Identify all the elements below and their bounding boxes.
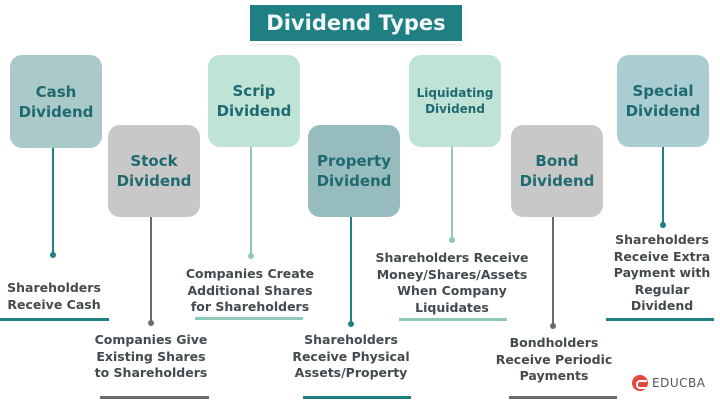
- desc-line: for Shareholders: [190, 299, 310, 314]
- desc-line: Money/Shares/Assets: [376, 266, 528, 282]
- desc-line: Shareholders Receive: [375, 250, 529, 265]
- box-label: Scrip: [232, 82, 276, 100]
- desc-line: Assets/Property: [294, 365, 408, 380]
- connector-line: [52, 148, 54, 254]
- box-label: Liquidating: [416, 86, 494, 100]
- desc-line: Companies Create: [185, 266, 315, 281]
- desc-line: Payment with: [613, 265, 711, 280]
- educba-logo: EDUCBA: [632, 375, 705, 391]
- desc-line: Receive Physical: [292, 348, 410, 364]
- underline: [399, 318, 507, 321]
- desc-line: Bondholders: [509, 335, 599, 350]
- box-label: Dividend: [18, 102, 94, 121]
- property-dividend-description: Shareholders Receive Physical Assets/Pro…: [285, 332, 417, 382]
- educba-logo-icon: [632, 375, 648, 391]
- cash-dividend-description: Shareholders Receive Cash: [0, 280, 108, 313]
- connector-dot: [660, 222, 666, 228]
- box-label: Special: [632, 82, 694, 100]
- desc-line: Companies Give: [94, 332, 208, 347]
- box-label: Dividend: [316, 172, 392, 190]
- connector-dot: [348, 321, 354, 327]
- desc-line: Receive Periodic: [495, 351, 613, 367]
- connector-dot: [550, 323, 556, 329]
- underline: [195, 317, 303, 320]
- connector-line: [250, 147, 252, 255]
- liquidating-dividend-description: Shareholders Receive Money/Shares/Assets…: [368, 250, 536, 316]
- connector-dot: [449, 237, 455, 243]
- connector-line: [150, 217, 152, 321]
- desc-line: When Company: [397, 283, 507, 298]
- box-label: Dividend: [116, 172, 192, 190]
- underline: [509, 396, 617, 399]
- box-label: Property: [317, 152, 391, 170]
- connector-dot: [148, 320, 154, 326]
- desc-line: to Shareholders: [94, 365, 208, 380]
- box-label: Dividend: [519, 172, 595, 190]
- box-label: Bond: [535, 152, 579, 170]
- box-label: Cash: [35, 82, 77, 101]
- special-dividend-description: Shareholders Receive Extra Payment with …: [604, 232, 720, 315]
- desc-line: Payments: [519, 368, 589, 383]
- underline: [606, 318, 714, 321]
- diagram-title: Dividend Types: [247, 2, 465, 44]
- scrip-dividend-description: Companies Create Additional Shares for S…: [180, 266, 320, 316]
- box-label: Dividend: [625, 102, 701, 120]
- logo-text: EDUCBA: [652, 376, 706, 390]
- connector-line: [552, 217, 554, 325]
- desc-line: Liquidates: [415, 299, 489, 315]
- box-label: Stock: [130, 152, 178, 170]
- desc-line: Shareholders: [7, 280, 101, 295]
- stock-dividend-description: Companies Give Existing Shares to Shareh…: [88, 332, 214, 382]
- connector-dot: [248, 253, 254, 259]
- connector-dot: [50, 252, 56, 258]
- connector-line: [451, 147, 453, 239]
- desc-line: Shareholders: [615, 232, 709, 247]
- desc-line: Regular: [634, 281, 690, 297]
- desc-line: Receive Cash: [7, 296, 101, 312]
- box-label: Dividend: [425, 102, 485, 116]
- box-label: Dividend: [216, 102, 292, 120]
- bond-dividend-description: Bondholders Receive Periodic Payments: [488, 335, 620, 385]
- connector-line: [662, 147, 664, 225]
- underline: [0, 318, 109, 321]
- desc-line: Existing Shares: [96, 348, 206, 364]
- connector-line: [350, 217, 352, 323]
- desc-line: Additional Shares: [187, 282, 313, 298]
- desc-line: Dividend: [630, 298, 694, 313]
- desc-line: Shareholders: [304, 332, 398, 347]
- desc-line: Receive Extra: [613, 248, 711, 264]
- underline: [303, 396, 411, 399]
- underline: [100, 396, 209, 399]
